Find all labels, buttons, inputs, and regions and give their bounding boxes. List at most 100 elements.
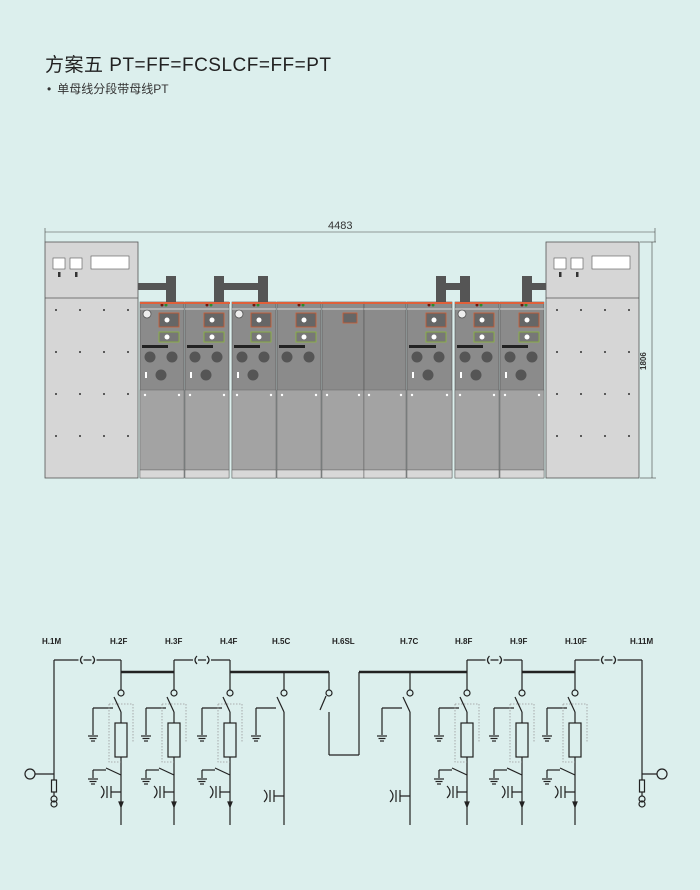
transformer-winding (50, 795, 58, 803)
capacitor-indicator (501, 785, 522, 799)
display-window (591, 255, 631, 270)
fuse (114, 722, 128, 758)
wire (214, 767, 231, 776)
bolt (604, 309, 606, 311)
fuse (223, 722, 237, 758)
cable-socket (281, 351, 293, 363)
capacitor-indicator (446, 785, 467, 799)
accent-strip (455, 302, 544, 304)
fuse-socket (144, 351, 156, 363)
indicator (576, 272, 579, 277)
bullet: • (47, 82, 52, 96)
indicator-light (431, 303, 435, 307)
ground-symbol (141, 735, 151, 742)
transformer-winding (638, 795, 646, 803)
wire (166, 696, 175, 713)
wire (319, 695, 327, 711)
bolt (103, 351, 105, 353)
voltage-indicator (24, 768, 36, 780)
contact (280, 689, 288, 697)
page-subtitle: •单母线分段带母线PT (47, 80, 169, 97)
ground-symbol (251, 735, 261, 742)
coupling-symbol (600, 655, 617, 665)
ground-symbol (542, 735, 552, 742)
fuse (50, 779, 58, 793)
ground-symbol (489, 735, 499, 742)
wire (402, 696, 411, 713)
panel-label: H.3F (165, 637, 182, 646)
bolt (604, 351, 606, 353)
fuse-socket (411, 351, 423, 363)
panel-label: H.1M (42, 637, 61, 646)
indicator-light (301, 303, 305, 307)
transformer-winding (638, 800, 646, 808)
bolt (580, 309, 582, 311)
switch-unit (363, 301, 407, 479)
wire (514, 696, 523, 713)
wire (451, 767, 468, 776)
bolt (103, 393, 105, 395)
meter-window (570, 257, 584, 270)
arrow-icon (171, 801, 177, 809)
bolt (580, 435, 582, 437)
wire (506, 767, 523, 776)
page-title: 方案五 PT=FF=FCSLCF=FF=PT (45, 55, 332, 76)
fuse-socket (247, 369, 259, 381)
bolt (127, 309, 129, 311)
fuse-socket (481, 351, 493, 363)
contact (518, 689, 526, 697)
meter-window (69, 257, 83, 270)
bus-connector (214, 276, 224, 302)
bolt (556, 435, 558, 437)
ground-symbol (197, 735, 207, 742)
fuse-socket (211, 351, 223, 363)
wire (222, 696, 231, 713)
ground-symbol (88, 735, 98, 742)
indicator-light (524, 303, 528, 307)
switch-unit (231, 301, 277, 479)
capacitor-indicator (153, 785, 174, 799)
bolt (79, 309, 81, 311)
fuse-socket (526, 351, 538, 363)
ground-symbol (489, 778, 499, 785)
capacitor-indicator (263, 789, 284, 803)
bus-connector (138, 276, 176, 302)
display-window (90, 255, 130, 270)
bolt (55, 393, 57, 395)
contact (117, 689, 125, 697)
arrow-icon (227, 801, 233, 809)
ground-symbol (377, 735, 387, 742)
ground-symbol (542, 778, 552, 785)
height-dimension-label: 1806 (639, 352, 648, 370)
bus-connector (526, 283, 546, 290)
transformer-winding (50, 800, 58, 808)
coupling-symbol (194, 655, 210, 665)
ground-symbol (141, 778, 151, 785)
fuse-socket (515, 369, 527, 381)
indicator-light (160, 303, 164, 307)
pressure-gauge (234, 309, 244, 319)
indicator-light (256, 303, 260, 307)
indicator-light (479, 303, 483, 307)
ground-symbol (88, 778, 98, 785)
pressure-gauge (457, 309, 467, 319)
mechanical-link (161, 703, 187, 763)
mechanical-link (108, 703, 134, 763)
fuse-socket (422, 369, 434, 381)
bus-connector (522, 276, 532, 302)
capacitor-indicator (100, 785, 121, 799)
accent-strip (140, 302, 230, 304)
bolt (580, 351, 582, 353)
panel-label: H.2F (110, 637, 127, 646)
mechanical-link (562, 703, 588, 763)
bolt (556, 393, 558, 395)
contact (406, 689, 414, 697)
panel-label: H.5C (272, 637, 290, 646)
bolt (628, 435, 630, 437)
panel-label: H.9F (510, 637, 527, 646)
bus-connector (436, 283, 460, 290)
bus-connector (460, 276, 470, 302)
panel-label: H.6SL (332, 637, 355, 646)
fuse (515, 722, 529, 758)
